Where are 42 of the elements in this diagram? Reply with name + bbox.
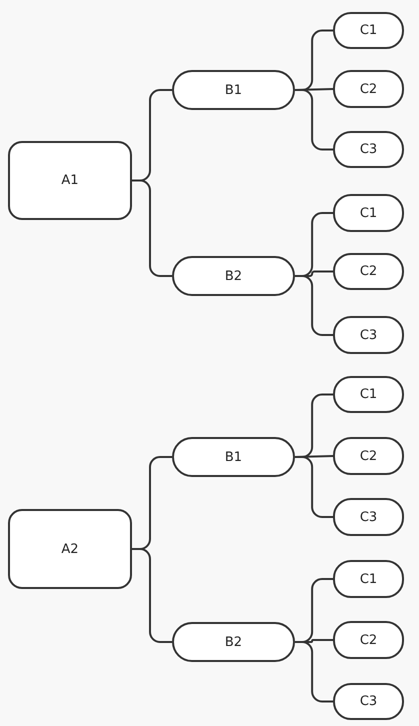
node-label: C3 (360, 328, 378, 342)
rounded-box (333, 70, 404, 108)
connector-line (295, 275, 333, 336)
node-label: C1 (360, 206, 378, 220)
node-label: B2 (224, 268, 242, 284)
node-label: C2 (360, 632, 378, 648)
connector-line (132, 180, 172, 277)
rounded-box (172, 256, 295, 296)
node-label: C1 (360, 387, 378, 402)
node-label: C3 (360, 510, 378, 524)
rounded-box (172, 70, 295, 110)
rounded-box (333, 194, 404, 232)
connector-line (132, 548, 172, 643)
node-label: B1 (224, 82, 242, 98)
rounded-box (333, 376, 404, 413)
node-label: B1 (224, 450, 242, 464)
rounded-box (333, 621, 404, 659)
rounded-box (333, 253, 404, 290)
rounded-box (333, 316, 404, 354)
rounded-box (333, 560, 404, 598)
node-label: C3 (360, 694, 378, 709)
connector-line (295, 641, 333, 702)
node-label: A2 (61, 542, 79, 556)
rounded-box (8, 141, 132, 220)
rounded-box (333, 498, 404, 536)
node-label: C2 (360, 264, 378, 279)
rounded-box (172, 622, 295, 662)
rounded-box (333, 131, 404, 168)
node-label: C2 (360, 448, 378, 464)
rounded-box (8, 509, 132, 589)
rounded-box (333, 12, 404, 49)
node-label: A1 (61, 173, 79, 188)
node-label: B2 (224, 634, 242, 650)
node-label: C3 (360, 142, 378, 157)
rounded-box (333, 683, 404, 720)
node-label: C1 (360, 572, 378, 586)
connector-line (295, 89, 333, 150)
rounded-box (172, 437, 295, 477)
rounded-box (333, 437, 404, 475)
node-label: C1 (360, 23, 378, 38)
connector-line (295, 456, 333, 518)
node-label: C2 (360, 82, 378, 96)
